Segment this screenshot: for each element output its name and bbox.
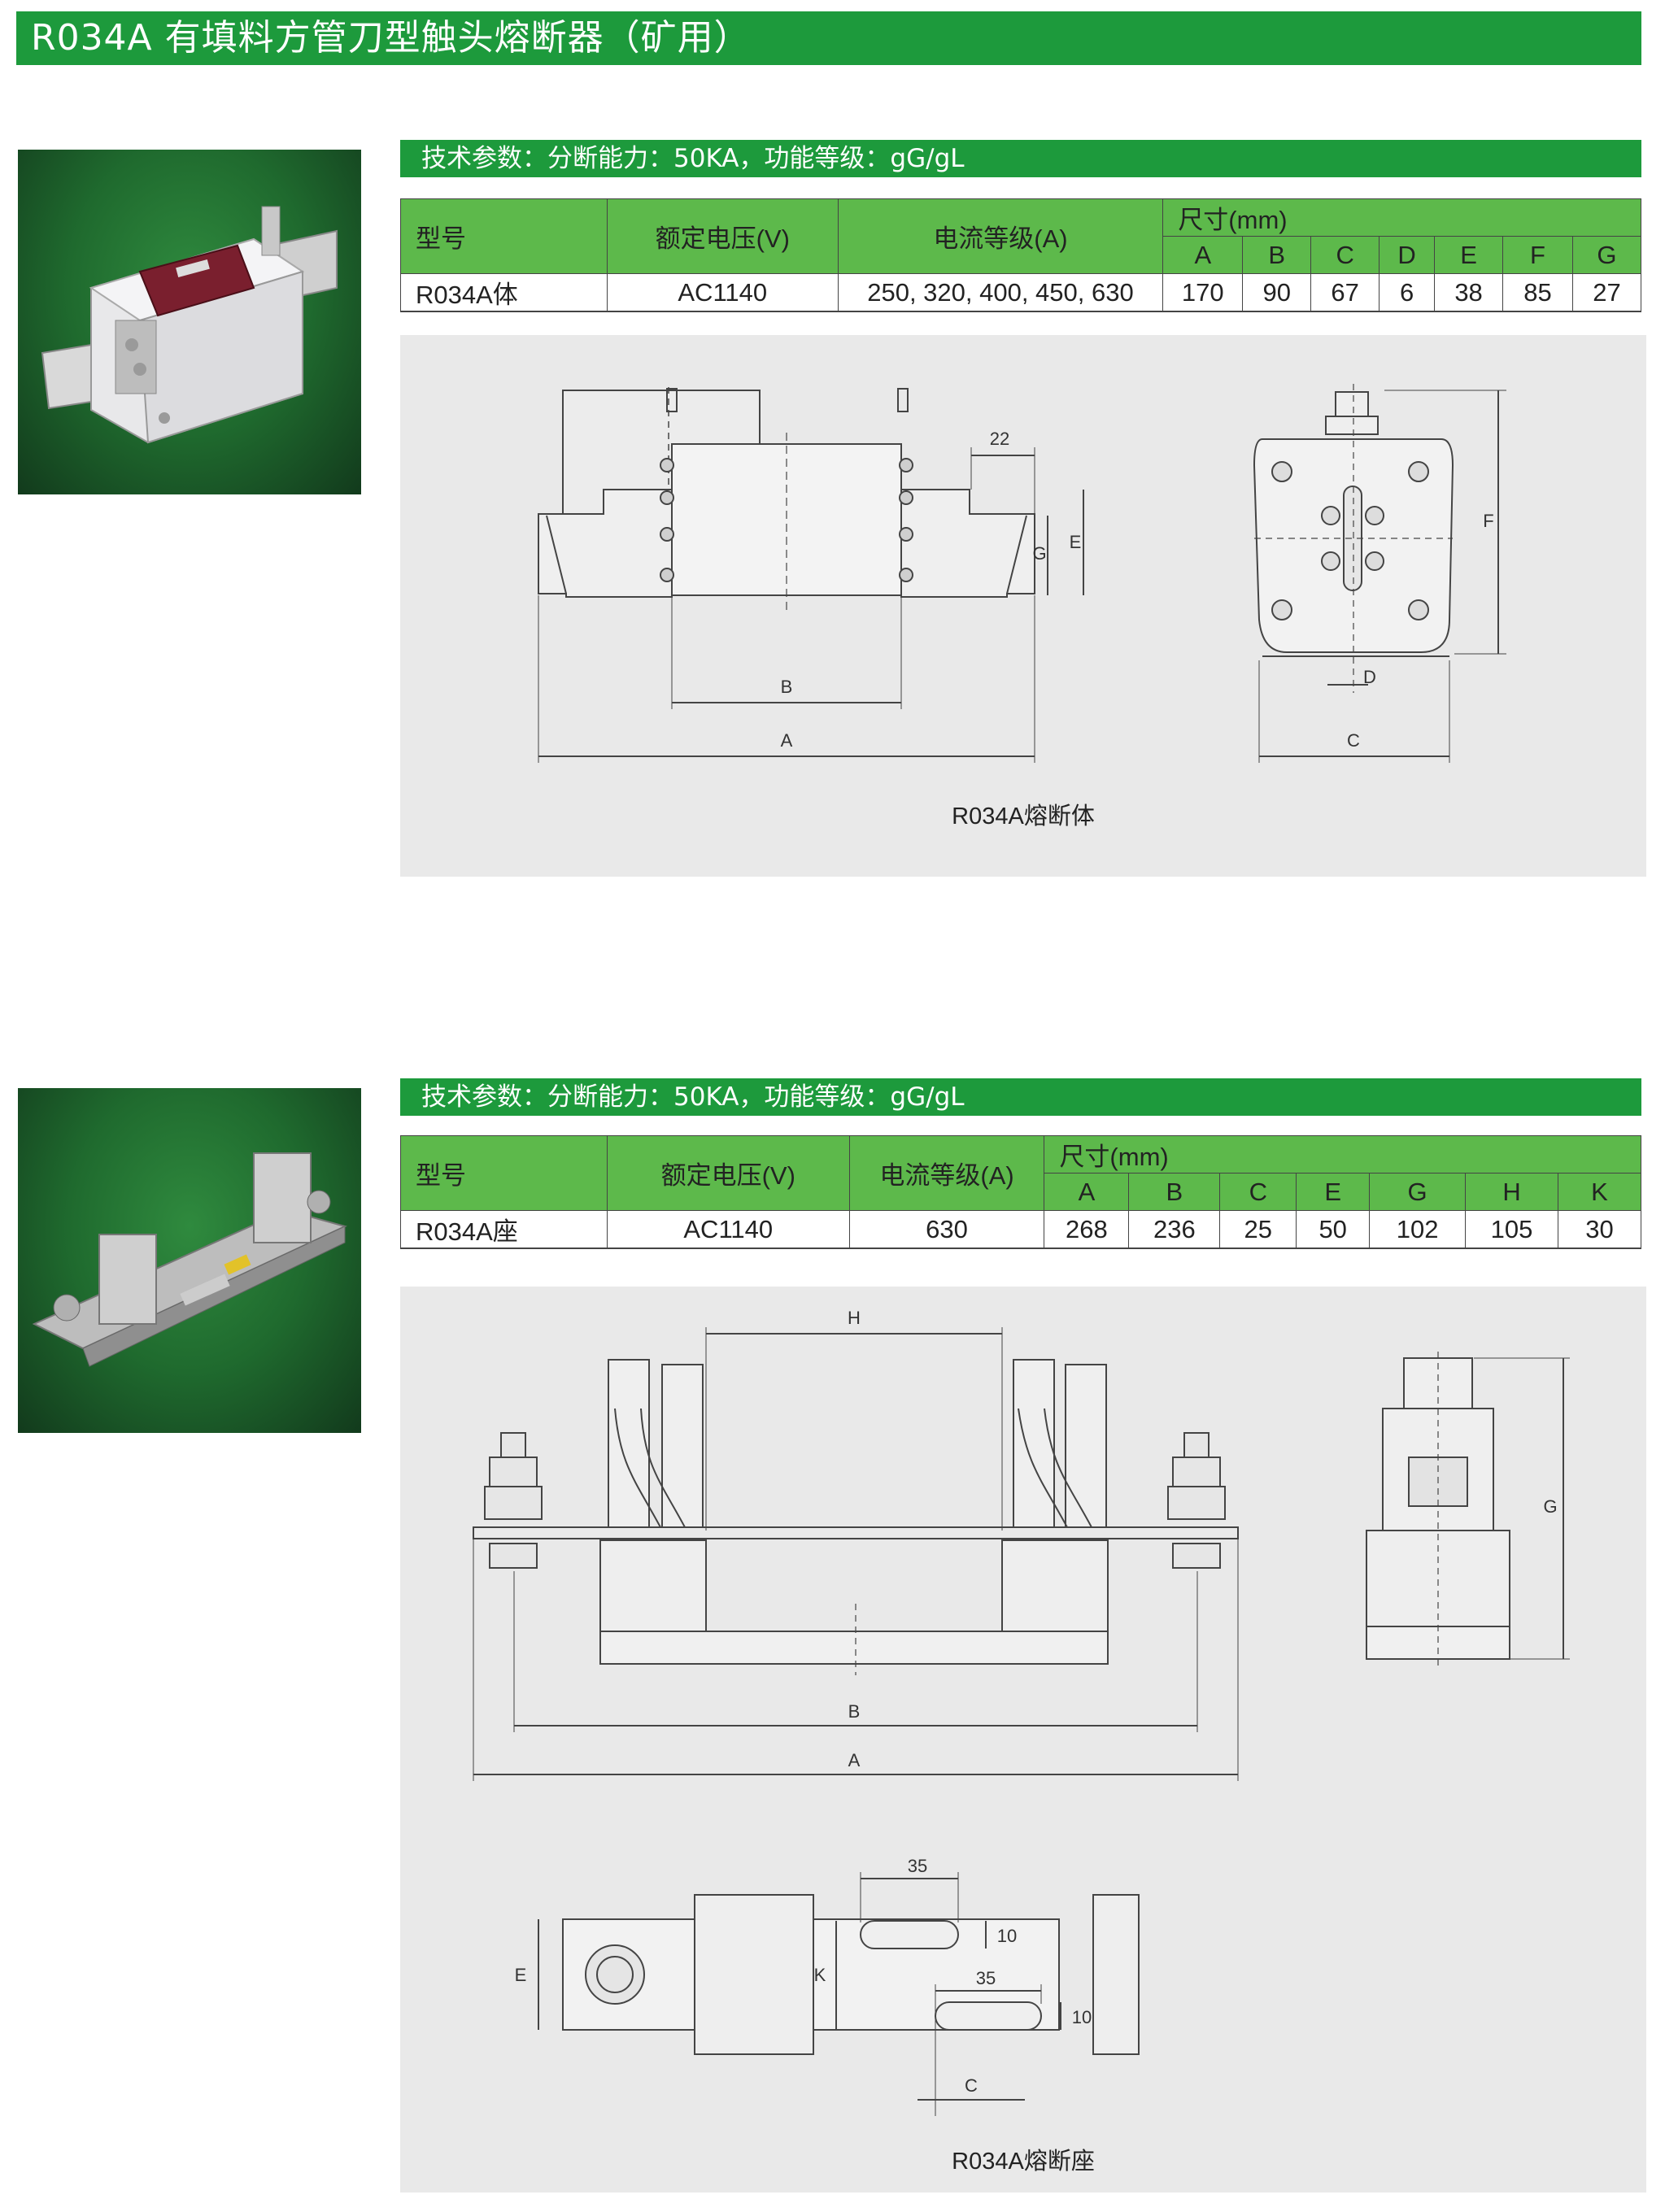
cell-model: R034A体 [400, 273, 608, 312]
dim-label-a: A [781, 730, 793, 751]
cell-dim: 50 [1296, 1210, 1371, 1249]
cell-dim: 85 [1502, 273, 1573, 312]
fuse-base-caption: R034A熔断座 [952, 2149, 1095, 2175]
dim-label-f: F [1483, 511, 1493, 531]
dim-label-35: 35 [976, 1968, 996, 1988]
dim-label-k: K [814, 1965, 826, 1985]
cell-current: 630 [848, 1210, 1045, 1249]
dim-col-header: K [1558, 1173, 1641, 1211]
cell-dim: 102 [1369, 1210, 1467, 1249]
fuse-base-param-bar: 技术参数：分断能力：50KA，功能等级：gG/gL [400, 1078, 1641, 1116]
header-current: 电流等级(A) [848, 1135, 1045, 1211]
dim-label-c: C [1347, 730, 1360, 751]
cell-dim: 268 [1044, 1210, 1130, 1249]
fuse-body-spec-table: 型号 额定电压(V) 电流等级(A) 尺寸(mm) A B C D E F G … [400, 198, 1642, 312]
fuse-body-drawing: 22 G E B A F D C R034A熔断体 [400, 335, 1646, 877]
dim-label-b: B [781, 677, 793, 697]
header-current: 电流等级(A) [837, 198, 1164, 274]
dim-col-header: C [1310, 236, 1380, 274]
table-row: R034A座 AC1140 630 268 236 25 50 102 105 … [400, 1210, 1641, 1249]
cell-dim: 67 [1310, 273, 1380, 312]
header-voltage: 额定电压(V) [606, 198, 839, 274]
dim-label-c: C [965, 2075, 978, 2096]
cell-model: R034A座 [400, 1210, 608, 1249]
cell-current: 250, 320, 400, 450, 630 [837, 273, 1164, 312]
cell-dim: 170 [1162, 273, 1244, 312]
cell-dim: 27 [1571, 273, 1642, 312]
dim-col-header: A [1044, 1173, 1130, 1211]
fuse-body-param-bar: 技术参数：分断能力：50KA，功能等级：gG/gL [400, 140, 1641, 177]
cell-voltage: AC1140 [606, 273, 839, 312]
dim-col-header: G [1369, 1173, 1467, 1211]
header-dims: 尺寸(mm) [1044, 1135, 1641, 1173]
dim-label-10: 10 [997, 1926, 1017, 1946]
dim-label-b: B [848, 1701, 861, 1722]
dim-label-g: G [1032, 543, 1046, 564]
dim-col-header: B [1128, 1173, 1221, 1211]
dim-label-e: E [515, 1965, 527, 1985]
dim-col-header: E [1434, 236, 1504, 274]
dim-label-a: A [848, 1750, 861, 1770]
dim-label-10: 10 [1072, 2007, 1092, 2027]
fuse-base-spec-table: 型号 额定电压(V) 电流等级(A) 尺寸(mm) A B C E G H K … [400, 1135, 1641, 1249]
dim-label-d: D [1363, 667, 1376, 687]
dim-label-22: 22 [990, 429, 1009, 449]
dim-col-header: F [1502, 236, 1573, 274]
cell-voltage: AC1140 [606, 1210, 850, 1249]
cell-dim: 25 [1219, 1210, 1297, 1249]
header-model: 型号 [400, 198, 608, 274]
cell-dim: 6 [1379, 273, 1436, 312]
dim-label-h: H [848, 1308, 861, 1328]
dim-col-header: E [1296, 1173, 1371, 1211]
dim-col-header: A [1162, 236, 1244, 274]
cell-dim: 30 [1558, 1210, 1641, 1249]
fuse-body-caption: R034A熔断体 [952, 803, 1095, 830]
header-dims: 尺寸(mm) [1162, 198, 1641, 237]
header-model: 型号 [400, 1135, 608, 1211]
cell-dim: 236 [1128, 1210, 1221, 1249]
dim-col-header: H [1465, 1173, 1558, 1211]
cell-dim: 90 [1242, 273, 1312, 312]
fuse-body-photo [18, 150, 361, 494]
cell-dim: 105 [1465, 1210, 1558, 1249]
header-voltage: 额定电压(V) [606, 1135, 850, 1211]
fuse-base-photo [18, 1088, 361, 1433]
dim-label-35: 35 [908, 1856, 927, 1876]
table-row: R034A体 AC1140 250, 320, 400, 450, 630 17… [400, 273, 1642, 312]
dim-col-header: D [1379, 236, 1436, 274]
dim-col-header: C [1219, 1173, 1297, 1211]
dim-label-g: G [1543, 1496, 1557, 1517]
fuse-body-photo-icon [41, 206, 338, 444]
page-title: R034A 有填料方管刀型触头熔断器（矿用） [16, 11, 1641, 65]
dim-col-header: G [1571, 236, 1642, 274]
fuse-base-photo-icon [32, 1152, 347, 1367]
dim-col-header: B [1242, 236, 1312, 274]
cell-dim: 38 [1434, 273, 1504, 312]
dim-label-e: E [1070, 532, 1082, 552]
fuse-base-drawing: H B A G 35 10 35 10 K E C R034A熔断座 [400, 1287, 1646, 2192]
